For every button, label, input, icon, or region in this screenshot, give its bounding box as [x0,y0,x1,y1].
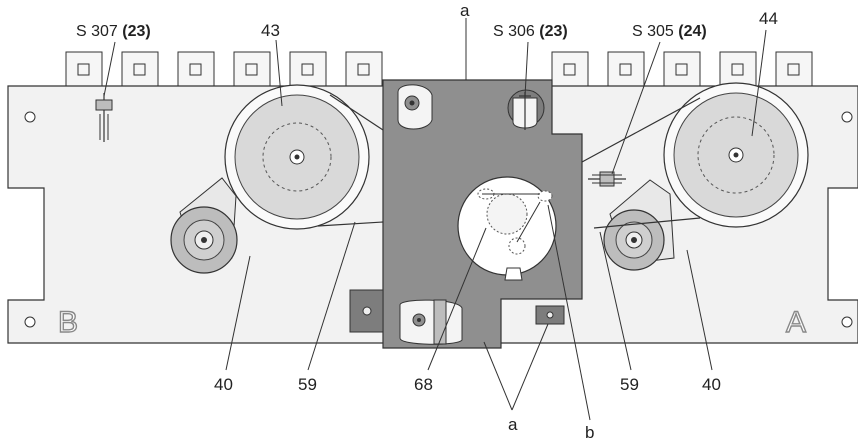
label-s305: S 305 (24) [632,23,707,40]
tab [607,51,645,89]
label-43: 43 [261,21,280,40]
top-tabs [65,51,813,89]
label-59-right: 59 [620,375,639,394]
tab [121,51,159,89]
tab [345,51,383,89]
belts [317,94,701,229]
label-b: b [585,423,594,442]
label-s307: S 307 (23) [76,23,151,40]
tab [177,51,215,89]
mount-hole [24,316,36,328]
label-68: 68 [414,375,433,394]
tab [233,51,271,89]
switch-s305 [588,171,626,187]
roller-left [170,177,238,274]
tab [551,51,589,89]
tab [663,51,701,89]
leader-lines [103,18,767,421]
mount-hole [841,316,853,328]
label-44: 44 [759,9,778,28]
tab [289,51,327,89]
mount-hole [841,111,853,123]
plate-components [349,84,565,345]
panel-letter-b: B [58,306,78,339]
label-s306: S 306 (23) [493,23,568,40]
switch-s307 [95,93,113,142]
label-a-top: a [460,1,470,20]
tab [719,51,757,89]
label-a-bottom: a [508,415,518,434]
label-40-left: 40 [214,375,233,394]
label-59-left: 59 [298,375,317,394]
tab [775,51,813,89]
mount-hole [24,111,36,123]
roller-right [603,179,675,271]
panel-letter-a: A [786,306,806,339]
tab [65,51,103,89]
spool-left [224,84,370,230]
spool-right [663,82,809,228]
label-40-right: 40 [702,375,721,394]
